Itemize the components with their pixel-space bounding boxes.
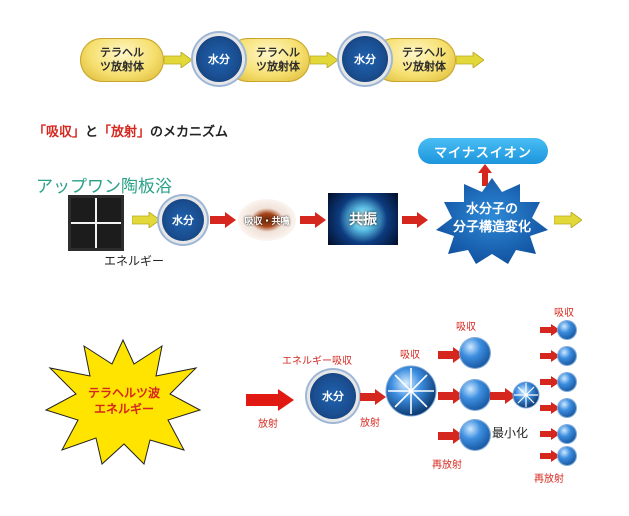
resonance-eye-icon: 吸収・共鳴 xyxy=(238,199,296,241)
big-red-arrow-icon xyxy=(246,389,294,411)
yellow-arrow-icon xyxy=(310,52,338,68)
ceramic-plate-icon xyxy=(68,195,124,251)
sphere-small-1 xyxy=(558,321,576,339)
resonance-text: 吸収・共鳴 xyxy=(244,216,290,227)
energy-absorb-label: エネルギー吸収 xyxy=(282,356,352,367)
kyoushin-box: 共振 xyxy=(328,193,398,245)
sphere-small-5 xyxy=(558,425,576,443)
upwan-title: アップワン陶板浴 xyxy=(36,177,172,197)
yellow-arrow-icon xyxy=(456,52,484,68)
terahertz-wave-label: テラヘルツ波 エネルギー xyxy=(87,386,160,416)
water-ball-2: 水分 xyxy=(342,36,388,82)
small-split-sphere-icon xyxy=(512,381,540,409)
split-sphere-icon xyxy=(385,365,437,417)
terahertz-emitter-1: テラヘルツ放射体 xyxy=(80,38,164,82)
water-label: 水分 xyxy=(322,390,344,403)
sphere-mid-3 xyxy=(460,420,490,450)
red-arrow-icon xyxy=(490,388,516,404)
sphere-small-6 xyxy=(558,447,576,465)
red-arrow-icon xyxy=(540,402,560,414)
red-arrow-icon xyxy=(300,212,326,228)
minus-ion-label: マイナスイオン xyxy=(434,145,532,161)
water-ball-1: 水分 xyxy=(196,36,242,82)
red-arrow-icon xyxy=(540,324,560,336)
red-arrow-icon xyxy=(438,428,464,444)
red-arrow-icon xyxy=(540,428,560,440)
red-arrow-icon xyxy=(210,212,236,228)
water-label: 水分 xyxy=(208,53,230,66)
red-arrow-icon xyxy=(438,347,464,363)
emit-label-1: 放射 xyxy=(258,419,278,430)
sphere-small-3 xyxy=(558,373,576,391)
heading-rest: のメカニズム xyxy=(150,125,229,140)
absorb-label-3: 吸収 xyxy=(554,308,574,319)
red-arrow-icon xyxy=(540,350,560,362)
emitter-label: テラヘルツ放射体 xyxy=(256,46,300,73)
emitter-label: テラヘルツ放射体 xyxy=(402,46,446,73)
red-arrow-icon xyxy=(438,388,464,404)
emitter-label: テラヘルツ放射体 xyxy=(100,46,144,73)
red-arrow-icon xyxy=(402,212,428,228)
yellow-arrow-icon xyxy=(132,212,160,228)
water-label: 水分 xyxy=(172,214,194,227)
kyoushin-label: 共振 xyxy=(349,212,377,228)
molecule-change-label: 水分子の 分子構造変化 xyxy=(452,202,531,235)
red-arrow-icon xyxy=(540,450,560,462)
heading-absorb: 「吸収」 xyxy=(33,125,86,140)
sphere-mid-1 xyxy=(460,338,490,368)
molecule-change-starburst xyxy=(436,178,548,264)
heading-emit: 「放射」 xyxy=(98,125,151,140)
energy-label: エネルギー xyxy=(104,254,165,268)
re-emit-label-1: 再放射 xyxy=(432,460,462,471)
water-label: 水分 xyxy=(354,53,376,66)
up-arrow-icon xyxy=(478,164,492,186)
heading-and: と xyxy=(85,125,99,140)
sphere-mid-2 xyxy=(460,380,490,410)
water-ball-4: 水分 xyxy=(310,373,356,419)
red-arrow-icon xyxy=(540,376,560,388)
absorb-label-1: 吸収 xyxy=(400,350,420,361)
sphere-small-4 xyxy=(558,399,576,417)
red-arrow-icon xyxy=(360,389,386,405)
mechanism-heading: 「吸収」と「放射」のメカニズム xyxy=(33,121,228,140)
yellow-arrow-icon xyxy=(554,212,582,228)
minimize-label: 最小化 xyxy=(492,426,529,440)
emit-label-2: 放射 xyxy=(360,418,380,429)
water-ball-3: 水分 xyxy=(162,199,204,241)
sphere-small-2 xyxy=(558,347,576,365)
re-emit-label-2: 再放射 xyxy=(534,474,564,485)
yellow-arrow-icon xyxy=(164,52,192,68)
absorb-label-2: 吸収 xyxy=(456,322,476,333)
minus-ion-badge: マイナスイオン xyxy=(418,138,548,164)
terahertz-wave-starburst xyxy=(44,338,202,465)
